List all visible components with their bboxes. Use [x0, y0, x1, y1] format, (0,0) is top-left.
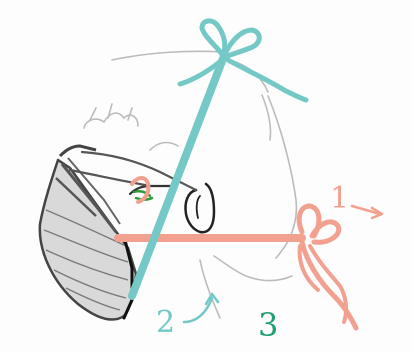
upper-tie — [132, 21, 306, 296]
step-3-label: 3 — [258, 306, 278, 344]
step-2-marker: 2 — [156, 294, 218, 340]
step-2-label: 2 — [156, 305, 175, 340]
step-1-marker: 1 — [330, 181, 382, 218]
step-3-marker: 3 — [258, 306, 278, 344]
lower-tie — [118, 178, 356, 328]
step-1-label: 1 — [330, 181, 349, 216]
face-mask-icon — [40, 146, 136, 320]
